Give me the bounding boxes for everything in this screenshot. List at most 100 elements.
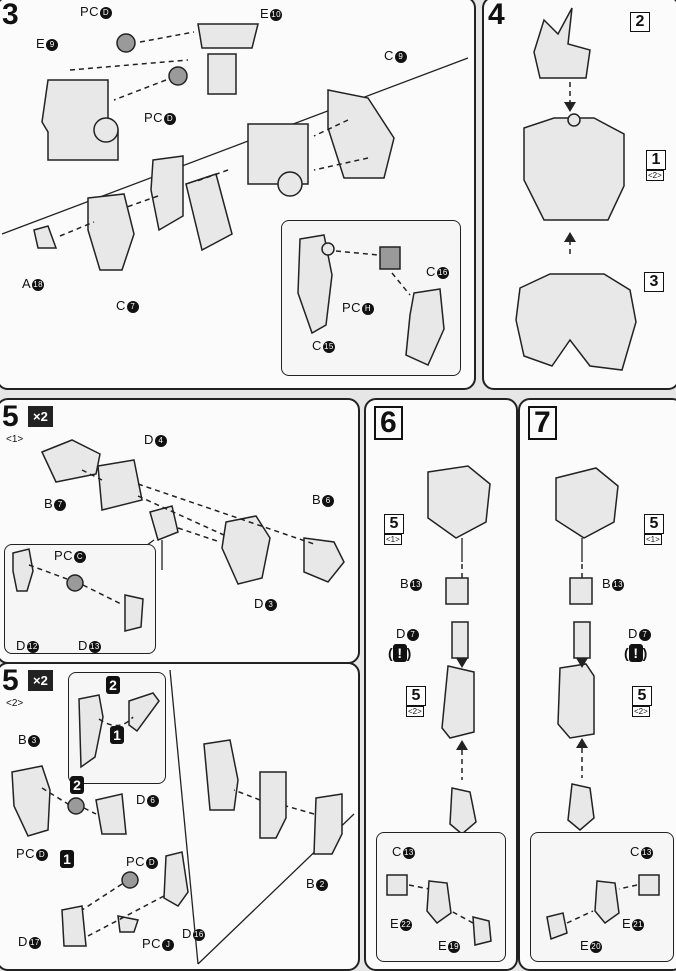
step-5-1-illustration — [40, 439, 345, 585]
warning-mark: (!) — [388, 644, 412, 662]
step-number: 7 — [528, 406, 557, 440]
label-text: PC — [126, 854, 146, 869]
label-number: D — [100, 6, 113, 19]
label-text: B — [400, 576, 410, 591]
label-number: 3 — [28, 734, 41, 747]
label-number: 21 — [632, 918, 645, 931]
label-number: 7 — [54, 498, 67, 511]
step-number: 6 — [374, 406, 403, 440]
label-text: E — [438, 938, 448, 953]
label-number: 20 — [590, 940, 603, 953]
label-text: C — [116, 298, 126, 313]
label-number: 7 — [406, 628, 419, 641]
ref-box-5-1: 5 — [384, 514, 404, 534]
label-number: J — [162, 938, 175, 951]
order-mark-2-inset: 2 — [106, 676, 120, 694]
order-mark-1-inset: 1 — [110, 726, 124, 744]
label-text: D — [78, 638, 88, 653]
label-text: C — [630, 844, 640, 859]
order-number: 2 — [106, 676, 120, 694]
label-text: D — [628, 626, 638, 641]
ref-box-5-1-sub: <1> — [644, 534, 662, 545]
order-mark-1: 1 — [60, 850, 74, 868]
label-number: 17 — [28, 936, 41, 949]
inset-illustration — [78, 692, 160, 769]
label-number: H — [362, 302, 375, 315]
label-number: 7 — [126, 300, 139, 313]
order-mark-2: 2 — [70, 776, 84, 794]
label-number: 13 — [640, 846, 653, 859]
label-text: B — [602, 576, 612, 591]
label-number: D — [164, 112, 177, 125]
detail-inset — [376, 832, 506, 962]
sub-step-label: <1> — [6, 434, 24, 445]
label-number: 2 — [316, 878, 329, 891]
label-text: D — [136, 792, 146, 807]
label-text: B — [306, 876, 316, 891]
multiplier-badge: ×2 — [28, 406, 53, 427]
label-text: PC — [142, 936, 162, 951]
ref-box-1: 1 — [646, 150, 666, 170]
label-text: PC — [80, 4, 100, 19]
ref-box-5-1-sub: <1> — [384, 534, 402, 545]
warning-mark: (!) — [624, 644, 648, 662]
label-number: 12 — [26, 640, 39, 653]
ref-box-1-sub: <2> — [646, 170, 664, 181]
order-number: 1 — [110, 726, 124, 744]
label-number: 22 — [400, 918, 413, 931]
label-text: C — [392, 844, 402, 859]
label-number: 13 — [612, 578, 625, 591]
label-text: E — [390, 916, 400, 931]
ref-box-5-2: 5 — [406, 686, 426, 706]
ref-box-3: 3 — [644, 272, 664, 292]
label-number: 16 — [192, 928, 205, 941]
label-number: 7 — [638, 628, 651, 641]
label-number: 4 — [154, 434, 167, 447]
label-text: E — [622, 916, 632, 931]
label-number: 13 — [402, 846, 415, 859]
label-text: C — [426, 264, 436, 279]
label-number: 13 — [410, 578, 423, 591]
step-3-illustration — [1, 23, 469, 271]
label-text: C — [384, 48, 394, 63]
ref-box-5-2-sub: <2> — [406, 706, 424, 717]
label-number: 3 — [264, 598, 277, 611]
step-number: 3 — [2, 0, 19, 31]
label-text: E — [260, 6, 270, 21]
label-text: E — [580, 938, 590, 953]
label-text: E — [36, 36, 46, 51]
detail-inset — [281, 220, 461, 376]
warning-icon: ! — [392, 644, 407, 662]
step-6-illustration — [427, 465, 491, 835]
ref-box-5-2: 5 — [632, 686, 652, 706]
label-number: 16 — [436, 266, 449, 279]
step-5-2-illustration — [11, 669, 355, 965]
step-7-illustration — [555, 467, 619, 831]
label-number: 9 — [394, 50, 407, 63]
inset-illustration — [297, 234, 445, 366]
ref-box-5-1: 5 — [644, 514, 664, 534]
order-number: 1 — [60, 850, 74, 868]
